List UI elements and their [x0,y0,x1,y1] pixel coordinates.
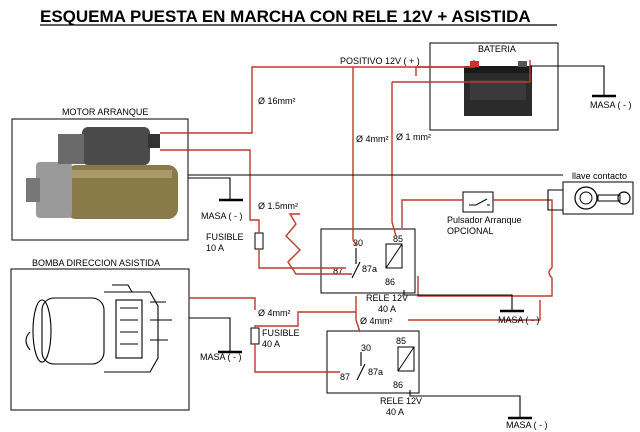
relay-2-label-1: RELE 12V [380,396,422,406]
start-button-label-1: Pulsador Arranque [447,215,522,225]
relay-2-pin86: 86 [393,380,403,390]
fuse-10a [254,232,264,250]
relay-2-pin87a: 87a [368,367,383,377]
relay-1-pin87: 87 [333,266,343,276]
wire-label-1-5mm: Ø 1.5mm² [258,201,298,211]
relay-2-pin85: 85 [396,336,406,346]
starter-motor-icon [26,127,178,219]
relay-1-pin30: 30 [353,238,363,248]
wire-label-1mm: Ø 1 mm² [396,132,431,142]
wire-label-4mm-b: Ø 4mm² [258,308,291,318]
starter-motor-label: MOTOR ARRANQUE [62,107,148,117]
relay-1-pin86: 86 [385,277,395,287]
wire-label-4mm-c: Ø 4mm² [360,316,393,326]
fuse-40a [250,327,260,345]
relay-2-label-2: 40 A [386,407,404,417]
fuse-40a-label-2: 40 A [262,339,280,349]
fuse-10a-label-1: FUSIBLE [206,232,244,242]
wire-label-16mm: Ø 16mm² [258,96,296,106]
pump-label: BOMBA DIRECCION ASISTIDA [32,258,160,268]
relay-2-pin30: 30 [361,343,371,353]
relay-2-switch [356,352,366,381]
red-wires [160,60,553,373]
relay-1: 30 85 87 87a 86 RELE 12V 40 A [320,228,416,314]
diagram-title: ESQUEMA PUESTA EN MARCHA CON RELE 12V + … [40,7,531,26]
black-wires: MASA ( - ) MASA ( - ) MASA ( - ) MASA ( … [188,65,632,430]
relay-2: 30 85 87 87a 86 RELE 12V 40 A [326,330,422,417]
ground-starter-label: MASA ( - ) [201,211,243,221]
wire-label-4mm-a: Ø 4mm² [356,134,389,144]
ground-relay2-label: MASA ( - ) [506,420,548,430]
fuse-10a-label-2: 10 A [206,243,224,253]
start-button-box[interactable] [462,191,494,213]
pump-icon [25,284,172,373]
relay-1-pin85: 85 [393,234,403,244]
battery-label: BATERIA [478,44,516,54]
ground-battery-label: MASA ( - ) [590,100,632,110]
relay-1-label-1: RELE 12V [366,293,408,303]
relay-2-pin87: 87 [340,372,350,382]
ground-pump-label: MASA ( - ) [200,352,242,362]
relay-1-switch [351,248,361,279]
start-button-symbol [469,198,490,206]
relay-1-pin87a: 87a [362,264,377,274]
ground-relay1-label: MASA ( - ) [498,315,540,325]
key-switch-label: llave contacto [572,171,627,181]
relay-1-label-2: 40 A [378,304,396,314]
key-icon[interactable] [574,186,631,210]
battery-icon [464,61,532,116]
fuse-40a-label-1: FUSIBLE [262,328,300,338]
positive-label: POSITIVO 12V ( + ) [340,56,420,66]
start-button-label-2: OPCIONAL [447,226,494,236]
